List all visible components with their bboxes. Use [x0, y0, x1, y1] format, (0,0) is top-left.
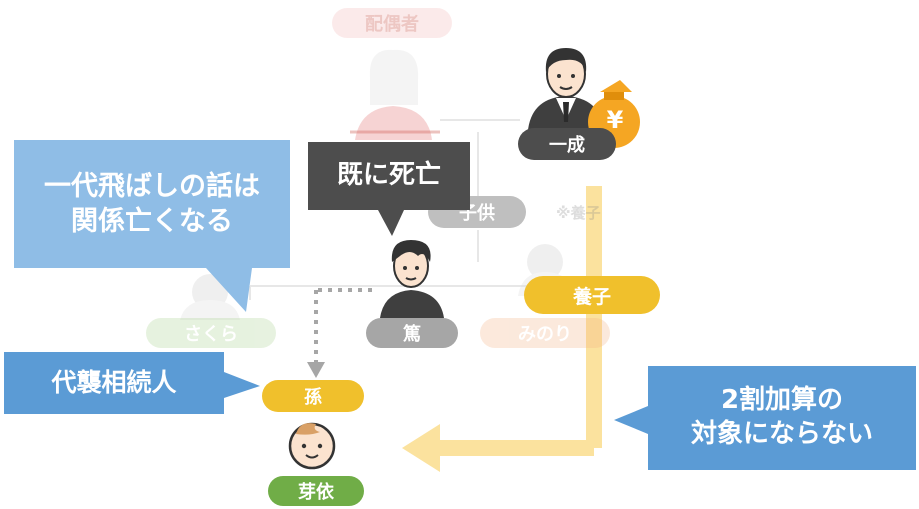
mei-label: 芽依: [268, 476, 364, 506]
adoption-note: ※養子: [556, 204, 601, 222]
adoption-arrow-head: [402, 424, 440, 472]
minori-label: みのり: [480, 318, 610, 348]
spouse-label: 配偶者: [332, 8, 452, 38]
grandchild-role-label: 孫: [262, 380, 364, 412]
already-dead-callout: 既に死亡: [336, 160, 441, 191]
down-arrow-icon: [307, 362, 325, 378]
substitute-heir-callout: 代襲相続人: [51, 367, 177, 397]
sakura-label: さくら: [146, 318, 276, 348]
yen-symbol: ¥: [606, 106, 624, 134]
kazunari-label: 一成: [518, 128, 616, 160]
atsushi-label: 篤: [366, 318, 458, 348]
adopted-label: 養子: [524, 276, 660, 314]
no-surcharge-callout: 2割加算の 対象にならない: [690, 385, 873, 449]
skip-generation-callout: 一代飛ばしの話は 関係亡くなる: [44, 170, 260, 237]
